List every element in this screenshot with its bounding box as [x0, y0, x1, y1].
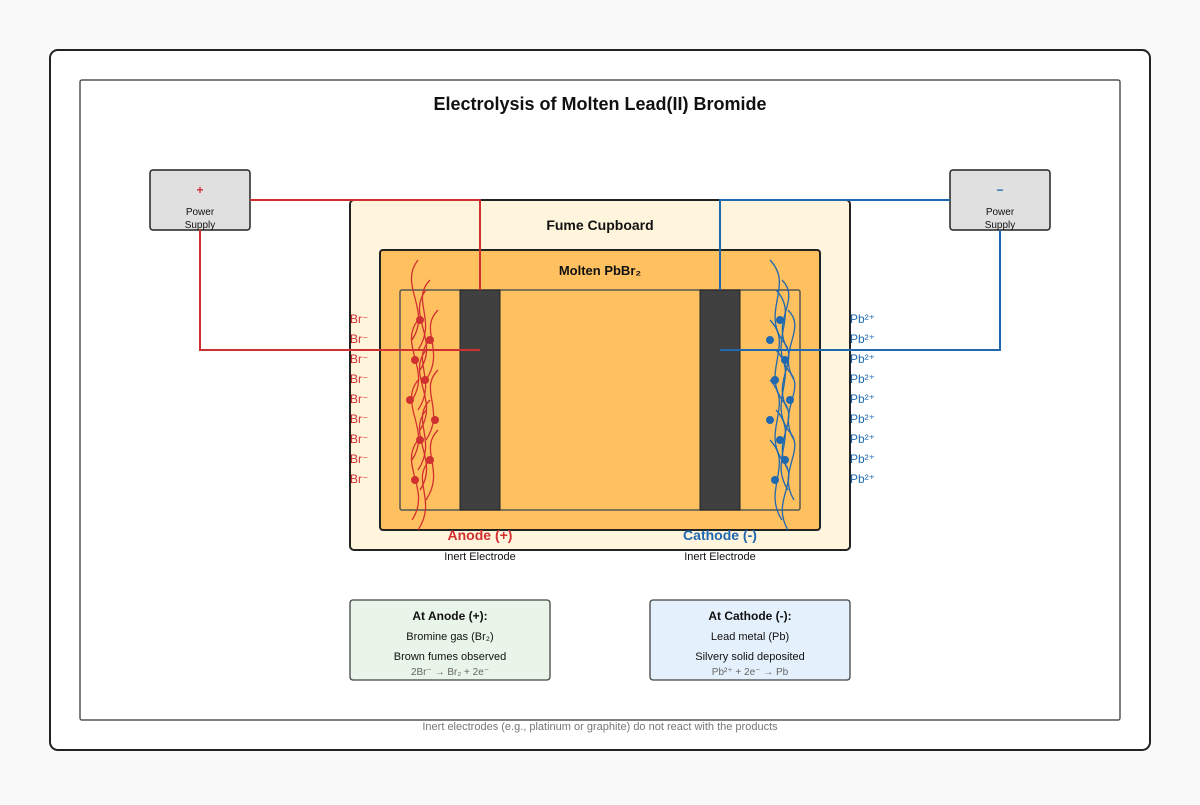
cathode-box-equation: Pb²⁺ + 2e⁻ → Pb [712, 667, 789, 678]
power-supply-negative: − Power Supply [949, 169, 1051, 231]
lead-ion-label: Pb²⁺ [850, 472, 875, 486]
bromide-ion-dot [411, 476, 419, 484]
power-supply-positive: + Power Supply [149, 169, 251, 231]
anode-trail [418, 409, 428, 491]
lead-ion-dot [781, 456, 789, 464]
lead-ion-label: Pb²⁺ [850, 452, 875, 466]
bromide-ion-label: Br⁻ [350, 372, 368, 386]
bromide-ion-dot [411, 356, 419, 364]
positive-wire [199, 199, 481, 351]
anode-trail [418, 349, 428, 431]
anode-trail [418, 289, 428, 371]
lead-ion-labels: Pb²⁺ Pb²⁺ Pb²⁺ Pb²⁺ Pb²⁺ Pb²⁺ Pb²⁺ Pb²⁺ Pb²⁺ [850, 312, 875, 486]
lead-ion-label: Pb²⁺ [850, 312, 875, 326]
cathode-label: Cathode (-) [683, 527, 757, 543]
bromide-ion-dot [416, 436, 424, 444]
anode-box-equation: 2Br⁻ → Br₂ + 2e⁻ [411, 667, 489, 678]
anode-trail [410, 379, 420, 461]
bromide-ion-labels: Br⁻ Br⁻ Br⁻ Br⁻ Br⁻ Br⁻ Br⁻ Br⁻ Br⁻ [350, 312, 368, 486]
cathode-box-line2: Silvery solid deposited [695, 651, 804, 663]
bromide-ion-label: Br⁻ [350, 332, 368, 346]
lead-ion-dots [766, 316, 794, 484]
lead-ion-label: Pb²⁺ [850, 432, 875, 446]
cathode-trail [787, 309, 796, 381]
bromide-ion-label: Br⁻ [350, 392, 368, 406]
cathode-box-line1: Lead metal (Pb) [711, 631, 789, 643]
anode-info-box: At Anode (+): Bromine gas (Br₂) Brown fu… [349, 599, 551, 681]
bromide-ion-label: Br⁻ [350, 352, 368, 366]
cathode-trail [787, 429, 796, 501]
lead-ion-dot [781, 356, 789, 364]
anode-electrode [459, 289, 501, 511]
bromide-ion-label: Br⁻ [350, 312, 368, 326]
lead-ion-dot [776, 316, 784, 324]
bromide-ion-dot [431, 416, 439, 424]
lead-ion-label: Pb²⁺ [850, 392, 875, 406]
negative-terminal-sign: − [996, 183, 1003, 197]
lead-ion-dot [771, 376, 779, 384]
molten-label: Molten PbBr₂ [559, 263, 642, 278]
bromide-ion-dot [426, 456, 434, 464]
positive-terminal-sign: + [196, 183, 203, 197]
lead-ion-label: Pb²⁺ [850, 412, 875, 426]
footnote: Inert electrodes (e.g., platinum or grap… [422, 721, 778, 733]
anode-box-title: At Anode (+): [412, 609, 487, 623]
diagram-title: Electrolysis of Molten Lead(II) Bromide [433, 94, 766, 114]
bromide-ion-dot [416, 316, 424, 324]
anode-label: Anode (+) [448, 527, 513, 543]
anode-trail [417, 339, 431, 411]
anode-trail [410, 259, 420, 341]
power-supply-right-line2: Supply [985, 220, 1016, 231]
anode-trail [425, 369, 439, 441]
bromide-ion-dot [426, 336, 434, 344]
anode-sublabel: Inert Electrode [444, 551, 516, 563]
anode-trail [417, 279, 431, 351]
bromide-ion-label: Br⁻ [350, 432, 368, 446]
cathode-electrode [699, 289, 741, 511]
power-supply-left-line1: Power [186, 207, 215, 218]
power-supply-left-line2: Supply [185, 220, 216, 231]
bromide-ion-label: Br⁻ [350, 472, 368, 486]
lead-ion-dot [771, 476, 779, 484]
anode-box-line2: Brown fumes observed [394, 651, 507, 663]
cathode-box-title: At Cathode (-): [708, 609, 791, 623]
cathode-info-box: At Cathode (-): Lead metal (Pb) Silvery … [649, 599, 851, 681]
anode-trail [417, 459, 431, 531]
bromide-ion-label: Br⁻ [350, 452, 368, 466]
power-supply-right-line1: Power [986, 207, 1015, 218]
cathode-sublabel: Inert Electrode [684, 551, 756, 563]
lead-ion-label: Pb²⁺ [850, 352, 875, 366]
lead-ion-dot [766, 336, 774, 344]
bromide-ion-dots [406, 316, 439, 484]
lead-ion-dot [766, 416, 774, 424]
lead-ion-dot [776, 436, 784, 444]
fume-cupboard-label: Fume Cupboard [546, 217, 653, 233]
lead-ion-dot [786, 396, 794, 404]
anode-trail [417, 399, 431, 471]
cathode-trail [775, 409, 789, 491]
cathode-trail [781, 459, 790, 531]
lead-ion-label: Pb²⁺ [850, 332, 875, 346]
bromide-ion-label: Br⁻ [350, 412, 368, 426]
bromide-ion-dot [406, 396, 414, 404]
negative-wire [719, 199, 1001, 351]
anode-box-line1: Bromine gas (Br₂) [406, 631, 493, 643]
bromide-ion-dot [421, 376, 429, 384]
lead-ion-label: Pb²⁺ [850, 372, 875, 386]
